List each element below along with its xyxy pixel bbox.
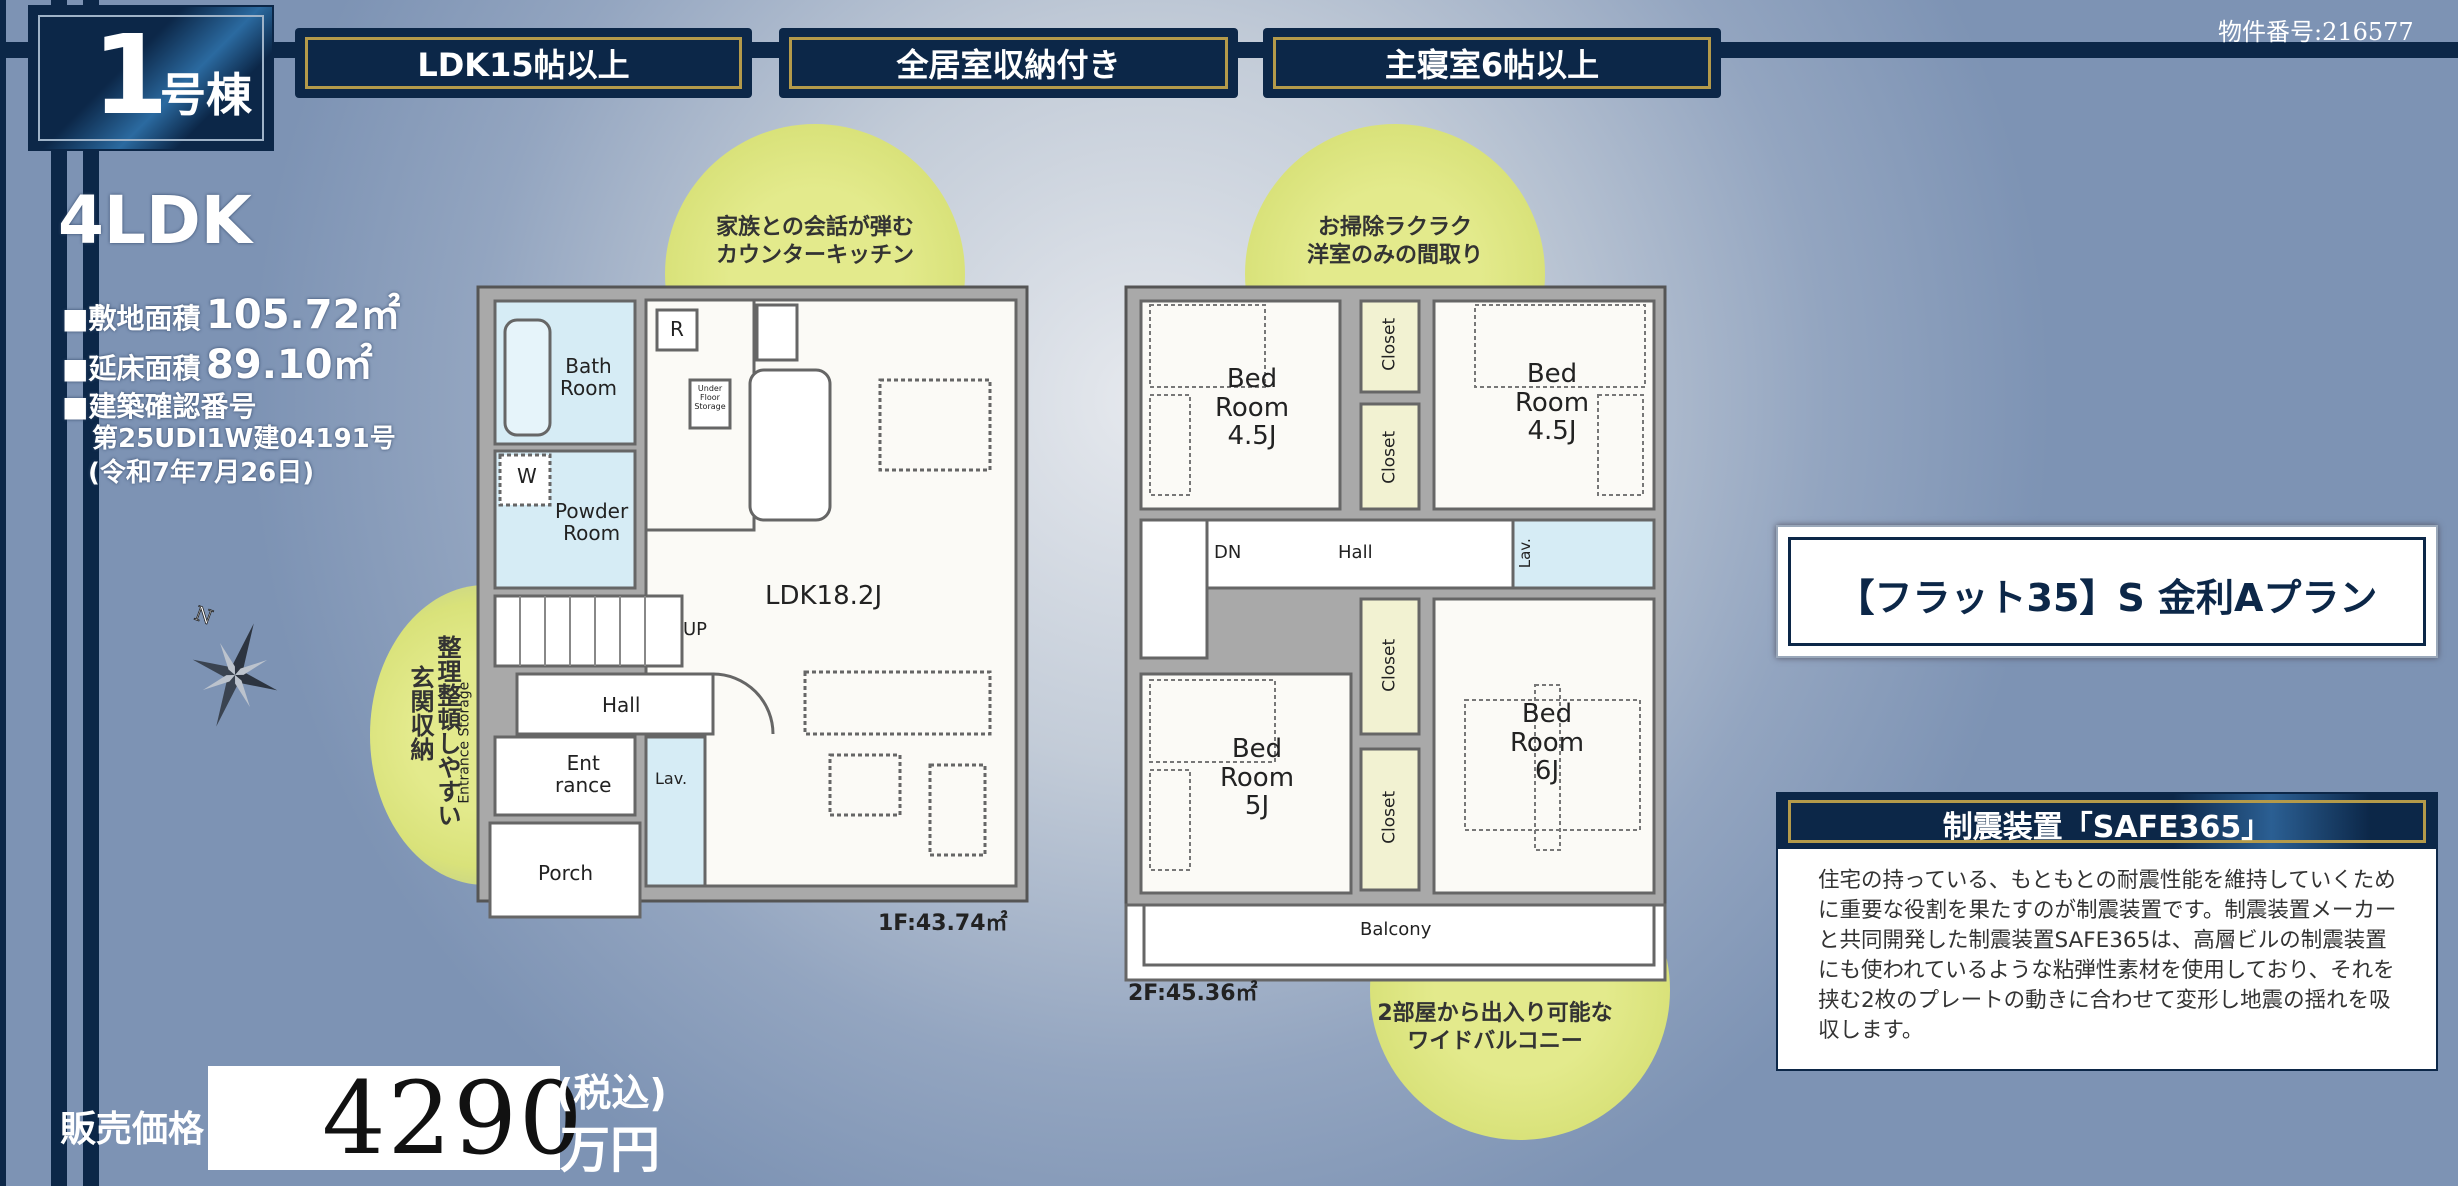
floor-area-label: ■延床面積 [62,352,201,385]
label-closet: Closet [1379,430,1400,484]
coffee-table [828,753,902,817]
room-stairs [493,594,684,668]
site-area-value: 105.72㎡ [206,292,401,338]
washer [498,453,552,507]
left-rule-2 [51,0,67,1186]
label-hall-2f: Hall [1338,542,1373,563]
building-number: 1 [92,11,169,139]
underfloor-storage [688,378,732,430]
building-badge: 1 号棟 [28,5,274,151]
callout-balcony: 2部屋から出入り可能な ワイドバルコニー [1377,1001,1613,1054]
room-closet [1359,597,1421,736]
room-bed-bl [1139,672,1353,895]
stove [755,303,799,362]
permit-label: ■建築確認番号 [62,390,257,423]
label-entrance: Ent rance [555,751,612,797]
label-underfloor: Under Floor Storage [694,384,726,411]
label-bed-bl: Bed Room 5J [1220,734,1295,822]
price-label: 販売価格 [60,1109,205,1150]
label-hall: Hall [602,693,641,717]
building-suffix: 号棟 [160,68,252,122]
kitchen-counter [748,368,832,522]
floor-area: ■延床面積 89.10㎡ [62,332,373,390]
fridge [655,308,699,352]
label-lav: Lav. [655,769,688,788]
room-porch [488,821,642,919]
room-closet [1359,747,1421,892]
room-stairs-2f [1139,518,1209,660]
callout-western-rooms: お掃除ラクラク 洋室のみの間取り [1306,215,1483,268]
label-powder: Powder Room [555,499,629,545]
safe365-body: 住宅の持っている、もともとの耐震性能を維持していくために重要な役割を果たすのが制… [1818,868,2397,1043]
callout-storage-2: 玄関収納 [406,665,434,761]
label-ldk: LDK18.2J [765,581,883,611]
label-closet: Closet [1379,317,1400,371]
permit-number: 第25UDI1W建04191号 [92,424,396,454]
dining-table [878,378,992,472]
site-area-label: ■敷地面積 [62,302,201,335]
label-fridge: R [670,317,684,341]
feature-label: LDK15帖以上 [417,46,630,84]
left-rule-1 [0,0,6,1186]
site-area: ■敷地面積 105.72㎡ [62,282,400,340]
safe365-box: 制震装置「SAFE365」 住宅の持っている、もともとの耐震性能を維持していくた… [1776,792,2438,1071]
floor-area-value: 89.10㎡ [206,342,373,388]
label-lav-2f: Lav. [1515,538,1534,569]
label-entrance-storage: Entrance Storage [456,681,473,804]
label-up: UP [683,619,708,640]
label-closet: Closet [1379,790,1400,844]
room-bed-tr [1432,299,1656,511]
feature-label: 主寝室6帖以上 [1384,46,1600,84]
room-hall [515,672,715,736]
price-value: 4290 [322,1060,585,1177]
feature-badge-master: 主寝室6帖以上 [1263,28,1721,98]
left-rule-3 [83,0,99,1186]
room-entrance [493,735,637,817]
label-bed-tl: Bed Room 4.5J [1215,364,1290,452]
label-dn: DN [1214,542,1242,563]
price-unit: 万円 [560,1121,660,1179]
sofa [803,670,992,736]
safe365-title: 制震装置「SAFE365」 [1942,810,2272,845]
feature-badge-storage: 全居室収納付き [779,28,1238,98]
layout-type: 4LDK [58,182,252,259]
compass-icon: N [191,601,278,727]
label-closet: Closet [1379,638,1400,692]
door-swing [712,672,775,735]
floor-1-plan [476,285,1029,919]
room-closet [1359,402,1421,511]
price-tax-note: (税込) [556,1071,667,1115]
bathtub [503,318,552,437]
label-bath: Bath Room [560,354,617,400]
room-closet [1359,299,1421,394]
room-lav [644,735,707,888]
room-bed-tl [1139,299,1342,511]
floor-1-area: 1F:43.74㎡ [878,911,1008,936]
floor-2-plan [1124,285,1667,982]
property-number: 物件番号:216577 [2218,18,2414,46]
price-box [208,1066,560,1170]
floor-2-area: 2F:45.36㎡ [1128,981,1258,1006]
label-porch: Porch [538,861,594,885]
feature-label: 全居室収納付き [896,46,1121,84]
room-bed-br [1432,597,1656,895]
label-balcony: Balcony [1360,919,1432,940]
callout-storage-1: 整理整頓しやすい [433,635,461,827]
feature-badge-ldk: LDK15帖以上 [295,28,752,98]
permit-date: (令和7年7月26日) [88,458,315,488]
label-washer: W [517,464,537,488]
label-bed-tr: Bed Room 4.5J [1515,359,1590,447]
room-lav-2f [1511,518,1656,590]
flat35-text: 【フラット35】S 金利Aプラン [1836,576,2378,620]
callout-kitchen: 家族との会話が弾む カウンターキッチン [715,215,914,268]
label-bed-br: Bed Room 6J [1510,699,1585,787]
armchair [928,763,987,857]
flat35-box: 【フラット35】S 金利Aプラン [1776,525,2438,658]
